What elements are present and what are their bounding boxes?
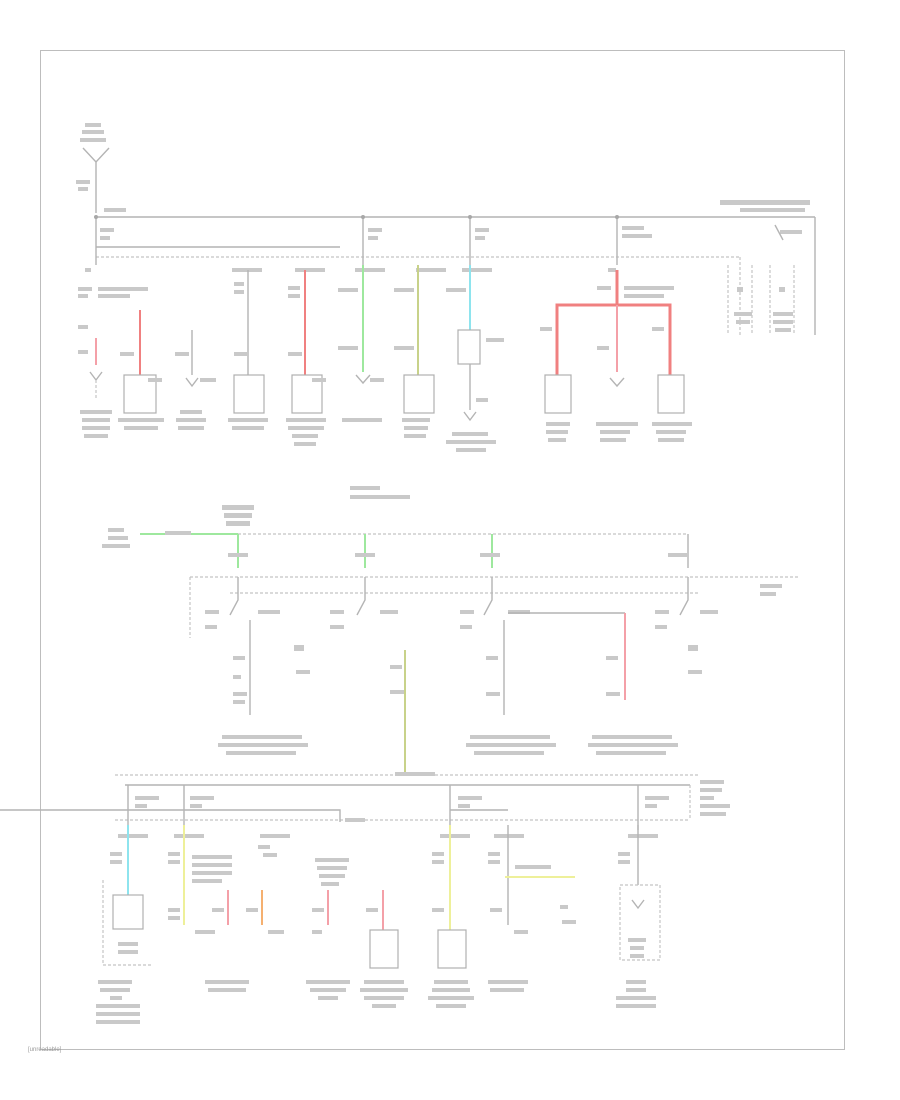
legend xyxy=(350,486,410,499)
fuse-group-1 xyxy=(95,217,802,265)
component-column-8 xyxy=(446,265,504,452)
component-column-red-tree xyxy=(540,270,692,442)
connector-labels-row xyxy=(85,268,616,272)
bottom-column-6 xyxy=(488,825,576,992)
ignition-switch-icon xyxy=(222,505,254,526)
bottom-column-2 xyxy=(168,825,284,992)
bottom-column-5 xyxy=(428,825,474,1008)
component-column-3 xyxy=(175,330,216,430)
component-column-6 xyxy=(338,265,384,422)
switch-contacts xyxy=(205,577,718,775)
bottom-column-7 xyxy=(616,825,661,1008)
bottom-fuse-section xyxy=(0,772,730,1024)
bottom-column-3 xyxy=(258,845,350,1000)
middle-switch-section xyxy=(102,505,800,775)
component-column-5 xyxy=(286,270,326,446)
bottom-column-1 xyxy=(96,825,152,1024)
diagram-border xyxy=(40,50,845,1050)
bottom-column-4 xyxy=(360,890,408,1008)
right-modules xyxy=(727,265,795,335)
component-column-7 xyxy=(394,265,435,438)
component-column-2 xyxy=(118,310,164,430)
corner-label: [unreadable] xyxy=(28,1047,62,1053)
component-column-1 xyxy=(78,287,148,438)
power-source-icon xyxy=(76,123,110,213)
component-column-4 xyxy=(228,270,268,430)
top-power-section xyxy=(76,123,816,452)
